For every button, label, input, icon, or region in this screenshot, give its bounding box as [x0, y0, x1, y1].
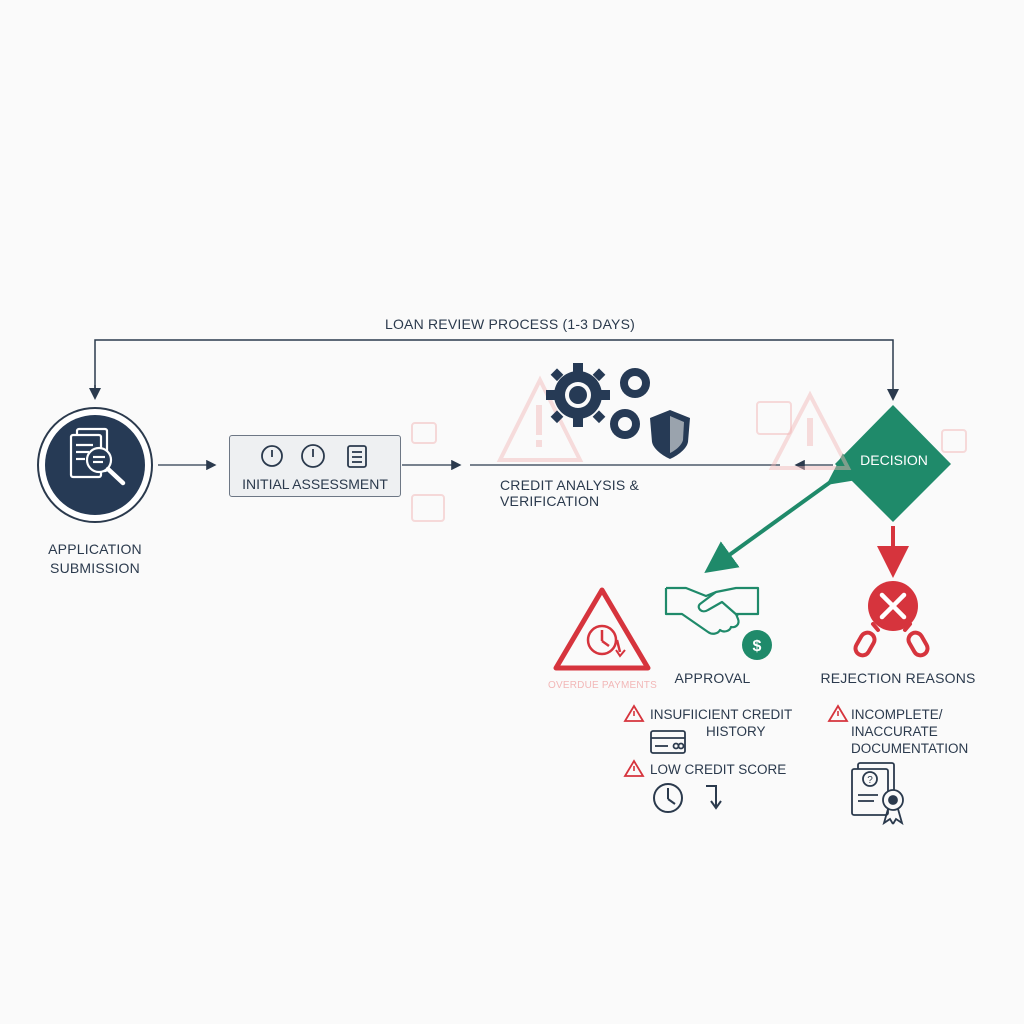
decision-label: DECISION: [860, 452, 928, 468]
x-circle-icon: [868, 581, 918, 631]
overdue-payments-label: OVERDUE PAYMENTS: [548, 680, 657, 691]
warning-clock-icon: [553, 587, 651, 671]
decision-diamond: [835, 405, 951, 522]
reason-inaccurate: INACCURATE: [851, 724, 938, 739]
credit-analysis-label: CREDIT ANALYSIS & VERIFICATION: [500, 477, 640, 509]
clock-icon: [653, 783, 683, 813]
dollar-icon: $: [742, 630, 772, 660]
rejection-reasons-label: REJECTION REASONS: [820, 670, 976, 686]
handshake-icon: [664, 586, 760, 635]
reason-low-credit-score: LOW CREDIT SCORE: [650, 762, 787, 777]
warning-icon: [827, 704, 849, 722]
initial-assessment-node: INITIAL ASSESSMENT: [229, 435, 401, 497]
application-label: APPLICATION SUBMISSION: [48, 541, 142, 576]
warning-icon: [623, 759, 645, 777]
arrow-decision-to-approval: [704, 453, 862, 574]
reason-insufficient-line1: INSUFIICIENT CREDIT: [650, 707, 793, 722]
gears-icon: [546, 363, 650, 439]
warning-icon: [623, 704, 645, 722]
credit-card-icon: [650, 730, 686, 754]
approval-label: APPROVAL: [674, 670, 751, 686]
faint-calendar-icon: [411, 401, 967, 522]
initial-assessment-label: INITIAL ASSESSMENT: [242, 476, 388, 492]
certificate-document-icon: ?: [851, 762, 904, 826]
process-header: LOAN REVIEW PROCESS (1-3 DAYS): [384, 316, 635, 332]
svg-text:?: ?: [867, 775, 873, 786]
reason-insufficient-line2: HISTORY: [706, 724, 766, 739]
application-node: [37, 407, 153, 523]
top-bracket-line: [94, 339, 899, 401]
turn-down-arrow-icon: [706, 785, 722, 810]
reason-documentation: DOCUMENTATION: [851, 741, 969, 756]
svg-text:$: $: [753, 638, 762, 655]
shield-icon: [650, 410, 690, 459]
reason-incomplete: INCOMPLETE/: [851, 707, 943, 722]
broken-chain-icon: [853, 622, 930, 658]
